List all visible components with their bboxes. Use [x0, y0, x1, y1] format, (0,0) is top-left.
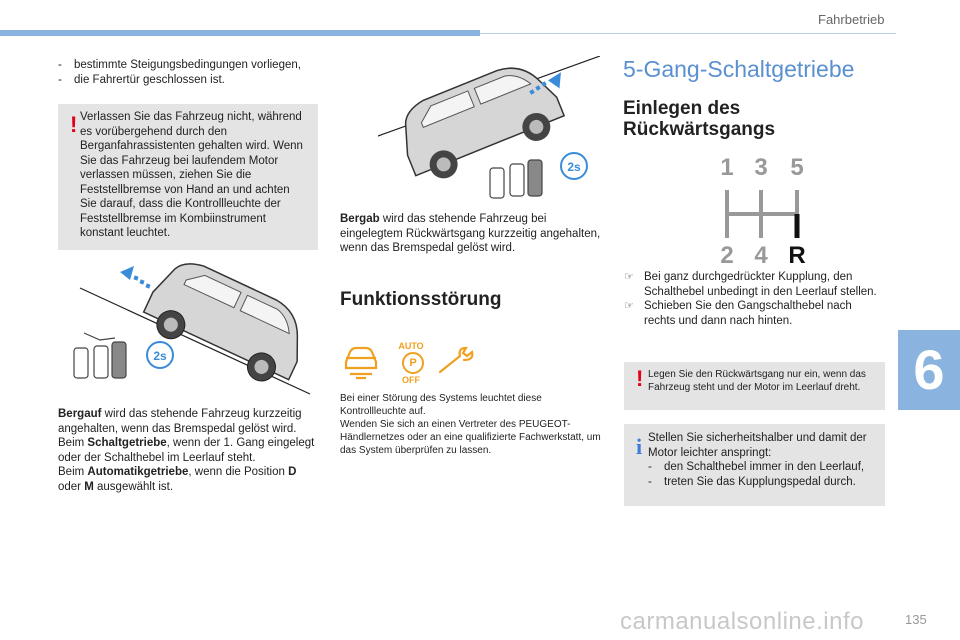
downhill-paragraph: Bergab wird das stehende Fahrzeug bei ei…: [340, 212, 602, 256]
list-item: Schieben Sie den Gangschalthebel nach re…: [624, 299, 882, 328]
info-list: den Schalthebel immer in den Leerlauf, t…: [648, 460, 884, 489]
condition-list: bestimmte Steigungsbedingungen vorliegen…: [58, 58, 308, 87]
reverse-warning-text: Legen Sie den Rückwärtsgang nur ein, wen…: [648, 369, 866, 393]
manual-prefix: Beim: [58, 437, 88, 449]
manual-label: Schaltgetriebe: [87, 437, 167, 449]
list-item: die Fahrertür geschlossen ist.: [58, 73, 308, 88]
auto-label: Automatikgetriebe: [87, 466, 189, 478]
section-title: Fahrbetrieb: [818, 12, 885, 27]
uphill-text: wird das stehende Fahrzeug kurzzeitig an…: [58, 408, 302, 435]
fault-text-1: Bei einer Störung des Systems leuchtet d…: [340, 393, 542, 417]
fault-text-2: Wenden Sie sich an einen Vertreter des P…: [340, 419, 601, 456]
timer-badge: 2s: [153, 349, 167, 363]
downhill-text: wird das stehende Fahrzeug bei eingelegt…: [340, 213, 601, 254]
auto-text: , wenn die Position: [188, 466, 289, 478]
gearbox-title: 5-Gang-Schaltgetriebe: [623, 56, 855, 82]
wrench-icon: [438, 346, 474, 374]
hill-assist-lamp-icon: [344, 346, 378, 380]
auto-or: oder: [58, 480, 85, 493]
gear-2: 2: [720, 242, 734, 269]
warning-text: Verlassen Sie das Fahrzeug nicht, währen…: [80, 111, 303, 239]
reverse-gear-title: Einlegen des Rückwärtsgangs: [623, 98, 776, 140]
warning-icon: !: [70, 112, 78, 137]
gear-4: 4: [754, 242, 768, 269]
fault-title: Funktionsstörung: [340, 289, 502, 310]
gear-5: 5: [790, 154, 804, 181]
warning-box: ! Verlassen Sie das Fahrzeug nicht, währ…: [58, 104, 318, 250]
list-item: bestimmte Steigungsbedingungen vorliegen…: [58, 58, 308, 73]
list-item: treten Sie das Kupplungspedal durch.: [648, 475, 884, 490]
auto-end: ausgewählt ist.: [93, 480, 174, 493]
info-intro: Stellen Sie sicherheitshalber und damit …: [648, 432, 867, 459]
info-icon: i: [636, 434, 643, 459]
auto-p-off-icon: AUTO P OFF: [393, 341, 429, 385]
auto-icon-p: P: [402, 352, 424, 374]
auto-prefix: Beim: [58, 466, 88, 478]
shift-steps: Bei ganz durchgedrückter Kupplung, den S…: [624, 270, 882, 328]
list-item: Bei ganz durchgedrückter Kupplung, den S…: [624, 270, 882, 299]
page-number: 135: [905, 612, 927, 627]
downhill-label: Bergab: [340, 213, 380, 225]
position-d: D: [288, 466, 297, 478]
watermark: carmanualsonline.info: [620, 608, 864, 635]
uphill-illustration: 2s: [73, 263, 311, 395]
timer-badge: 2s: [567, 160, 581, 174]
header-bar: [0, 30, 480, 36]
header-line: [480, 33, 896, 34]
manual-text: , wenn der 1. Gang eingelegt oder der Sc…: [58, 437, 315, 464]
gear-r: R: [788, 242, 806, 269]
info-content: Stellen Sie sicherheitshalber und damit …: [648, 431, 884, 489]
gear-1: 1: [720, 154, 734, 181]
warning-icon: !: [636, 366, 644, 391]
gear-shift-diagram: 1 3 5 2 4 R: [712, 154, 812, 272]
warning-box: ! Legen Sie den Rückwärtsgang nur ein, w…: [624, 362, 885, 410]
downhill-illustration: 2s: [378, 56, 600, 199]
fault-text: Bei einer Störung des Systems leuchtet d…: [340, 392, 602, 457]
chapter-tab: 6: [898, 330, 960, 410]
list-item: den Schalthebel immer in den Leerlauf,: [648, 460, 884, 475]
position-m: M: [84, 480, 94, 493]
auto-icon-top: AUTO: [398, 341, 424, 351]
uphill-paragraph: Bergauf wird das stehende Fahrzeug kurzz…: [58, 407, 320, 494]
auto-icon-bottom: OFF: [402, 375, 420, 385]
info-box: i Stellen Sie sicherheitshalber und dami…: [624, 424, 885, 506]
uphill-label: Bergauf: [58, 408, 102, 420]
gear-3: 3: [754, 154, 768, 181]
